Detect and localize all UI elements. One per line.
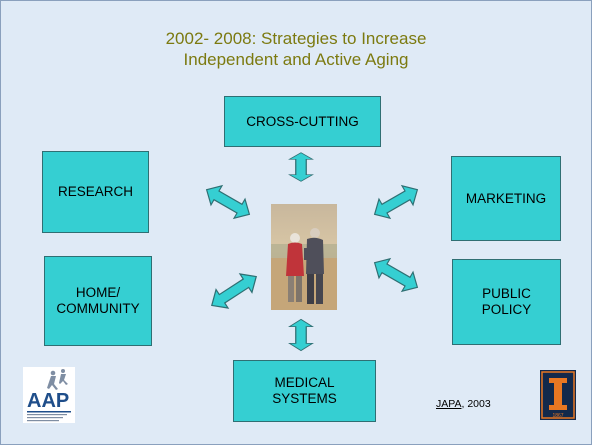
citation-year: , 2003 — [461, 398, 491, 410]
double-arrow-icon-lower-left — [205, 266, 263, 316]
citation-source[interactable]: JAPA — [436, 398, 462, 410]
medical-systems-label: MEDICAL SYSTEMS — [272, 375, 337, 406]
double-arrow-icon-top — [288, 152, 314, 182]
elderly-couple-photo — [271, 204, 337, 310]
citation: JAPA, 2003 — [436, 398, 491, 410]
double-arrow-icon-upper-right — [368, 179, 424, 225]
aap-logo-icon: AAP — [23, 367, 75, 423]
home-community-box: HOME/ COMMUNITY — [44, 256, 152, 346]
public-policy-box: PUBLIC POLICY — [452, 259, 561, 345]
cross-cutting-box: CROSS-CUTTING — [224, 96, 381, 147]
university-of-illinois-seal-icon: 1867 — [540, 370, 576, 420]
public-policy-label: PUBLIC POLICY — [481, 286, 532, 317]
slide-title: 2002- 2008: Strategies to Increase Indep… — [61, 28, 531, 70]
research-label: RESEARCH — [57, 184, 133, 199]
double-arrow-icon-bottom — [288, 318, 314, 352]
medical-systems-box: MEDICAL SYSTEMS — [233, 360, 376, 422]
svg-text:AAP: AAP — [27, 390, 69, 412]
double-arrow-icon-upper-left — [200, 179, 256, 225]
home-community-label: HOME/ COMMUNITY — [56, 285, 140, 316]
title-line-2: Independent and Active Aging — [183, 50, 409, 69]
cross-cutting-label: CROSS-CUTTING — [246, 113, 359, 129]
title-line-1: 2002- 2008: Strategies to Increase — [165, 29, 427, 48]
double-arrow-icon-lower-right — [368, 252, 424, 298]
research-box: RESEARCH — [42, 151, 149, 233]
marketing-box: MARKETING — [451, 156, 561, 241]
svg-text:1867: 1867 — [552, 413, 563, 419]
marketing-label: MARKETING — [465, 190, 547, 206]
